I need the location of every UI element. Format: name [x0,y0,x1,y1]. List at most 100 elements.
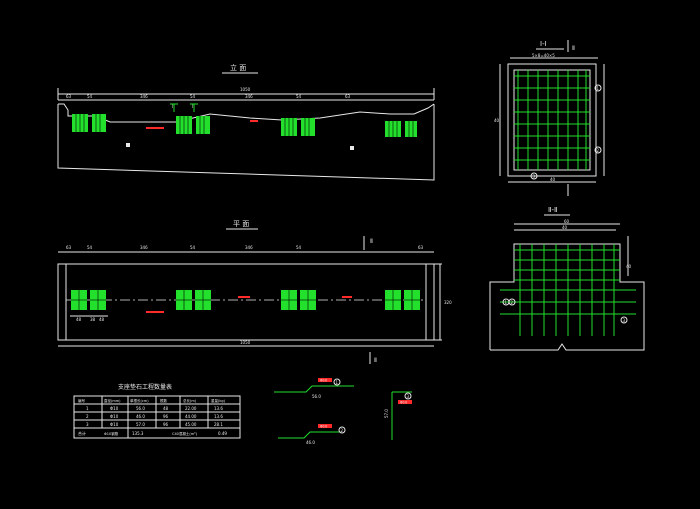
plan-width-label: 320 [444,300,452,305]
plan-cut-marker: Ⅱ [370,238,373,245]
rebar-detail-3-number-circle [404,392,412,400]
plan-overall-dim: 1050 [240,340,251,345]
table-cell: 1 [86,406,89,411]
elevation-pad [301,118,315,136]
table-cell: 28.1 [214,422,223,427]
rebar-details: 56.0 Φ10 1 46.0 Φ10 2 57.0 Φ10 3 [274,378,412,445]
rebar-detail-3-tag: Φ10 [400,401,407,405]
section-1-top-dim-label: 5×8=40×5 [532,53,555,58]
rebar-detail-2-tag-bg [318,424,332,428]
plan-seg-6: 54 [296,245,302,250]
table-cell: 44.00 [185,414,197,419]
table-cell: 45.00 [185,422,197,427]
table-footer-cell: 0.49 [218,431,227,436]
plan-seg-2: 54 [87,245,93,250]
table-header-4: 根数 [160,398,167,403]
rebar-detail-1-tag: Φ10 [320,379,327,383]
elevation-mark [126,143,130,147]
section-2-side-label: 40 [626,264,632,269]
plan-pad-dim-1: 48 [76,317,82,322]
section-1-callout-3: 3 [533,174,536,179]
section-2-title: Ⅱ-Ⅱ [548,206,557,214]
elevation-note-red [250,120,258,122]
section-2-rebar [500,244,636,336]
section-1-callout [594,84,602,92]
cap-beam-outline [57,104,435,181]
section-1-bottom-label: 40 [550,177,556,182]
rebar-detail-3-number: 3 [407,394,410,399]
rebar-detail-2-length: 46.0 [306,440,315,445]
elevation-seg-4: 54 [190,94,196,99]
rebar-detail-3-length: 57.0 [384,409,389,418]
table-cell: 22.00 [185,406,197,411]
plan-seg-7: 63 [418,245,424,250]
table-frame [73,395,241,439]
section-1-callout-1: 1 [597,86,600,91]
section-2-callout-3: 3 [623,318,626,323]
elevation-seg-7: 63 [345,94,351,99]
table-header-5: 总长(m) [183,398,197,403]
plan-seg-3: 346 [140,245,148,250]
cut-label-a: I [172,104,173,109]
plan-pad-dim-3: 48 [99,317,105,322]
elevation-note-red [146,127,164,129]
section-2-callout-2: 2 [511,300,514,305]
elevation-pad [196,116,210,134]
table-cell: 2 [86,414,89,419]
table-cell: 46.0 [136,414,145,419]
cut-label-b: I [192,104,193,109]
section-1-inner [513,69,591,171]
rebar-detail-1-number: 1 [336,380,339,385]
elevation-mark [350,146,354,150]
rebar-detail-3-tag-bg [398,400,412,404]
elevation-seg-3: 346 [140,94,148,99]
plan-seg-5: 346 [245,245,253,250]
rebar-detail-2 [278,431,340,439]
table-cell: 96 [163,414,169,419]
table-footer-cell: 合计 [78,430,86,436]
plan-seg-1: 63 [66,245,72,250]
rebar-detail-1 [274,385,354,393]
section-1-callout [594,146,602,154]
cap-beam-top [58,103,435,123]
section-2-callout [620,316,628,324]
plan-note-red [238,296,250,298]
section-2-callout-1: 1 [505,300,508,305]
section-1-outline [507,63,597,177]
rebar-detail-2-tag: Φ10 [320,425,327,429]
plan-pad-dim-2: 38 [90,317,96,322]
elevation-overall-dim: 1050 [240,87,251,92]
elevation-title: 立 面 [230,63,246,72]
table-header-6: 重量(kg) [211,398,226,403]
elevation-pad [92,114,106,132]
section-2-inner-label: 40 [562,225,568,230]
table-cell: 13.6 [214,406,223,411]
rebar-detail-1-tag-bg [318,378,332,382]
section-2-view: Ⅱ-Ⅱ 60 40 40 1 2 3 [489,206,645,351]
rebar-detail-2-number-circle [338,426,346,434]
section-1-callout-2: 2 [597,148,600,153]
elevation-seg-2: 54 [87,94,93,99]
table-header-3: 单根长(cm) [130,398,149,403]
rebar-detail-2-number: 2 [341,428,344,433]
elevation-seg-1: 63 [66,94,72,99]
plan-note-red [146,311,164,313]
rebar-detail-1-length: 56.0 [312,394,321,399]
plan-pad-hatch [71,290,420,310]
table-cell: 13.6 [214,414,223,419]
section-1-view: Ⅰ-Ⅰ Ⅱ 5×8=40×5 40 40 1 2 3 [494,40,605,196]
table-cell: 48 [163,406,169,411]
section-1-cut-label: Ⅱ [572,45,575,52]
section-2-outline [489,243,645,351]
table-footer-cell: 135.3 [132,431,144,436]
section-1-rebar-grid [514,70,590,170]
plan-cut-marker-bottom: Ⅱ [374,357,377,364]
table-cell: Φ10 [110,414,119,419]
plan-title: 平 面 [233,220,249,228]
elevation-seg-5: 346 [245,94,253,99]
table-footer-cell: C40混凝土(m³) [172,431,198,436]
elevation-cut-markers: I I [170,103,198,112]
elevation-seg-6: 54 [296,94,302,99]
